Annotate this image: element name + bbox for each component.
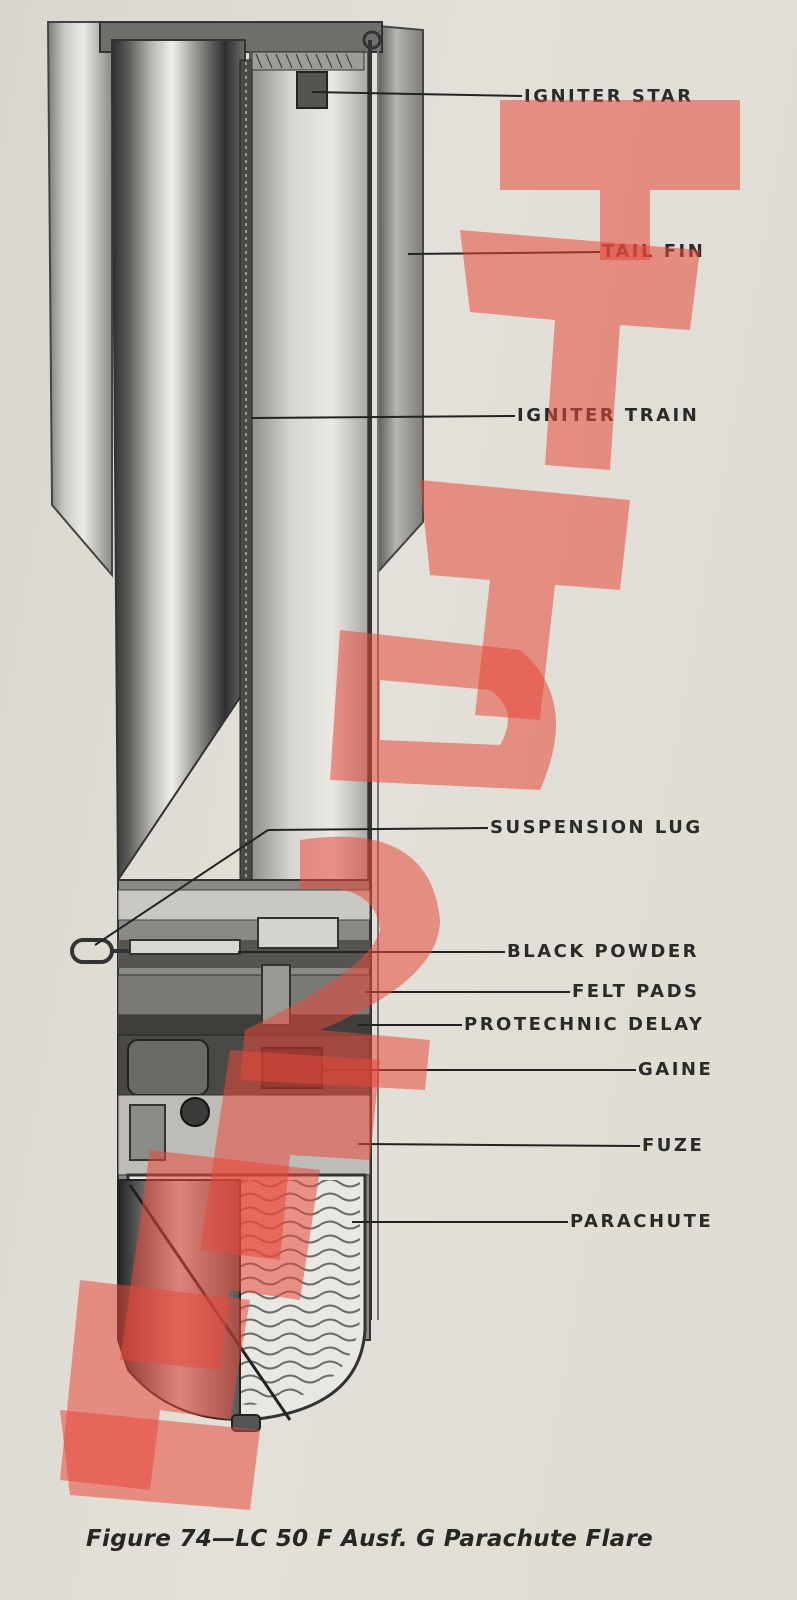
label-felt-pads: FELT PADS	[572, 981, 700, 1002]
left-tail-fin	[46, 21, 113, 578]
label-fuze: FUZE	[642, 1135, 705, 1156]
label-suspension-lug: SUSPENSION LUG	[490, 817, 703, 838]
igniter-star-block	[296, 71, 328, 109]
label-pyrotechnic-delay: PROTECHNIC DELAY	[464, 1014, 705, 1035]
label-parachute: PARACHUTE	[570, 1211, 714, 1232]
figure-caption: Figure 74—LC 50 F Ausf. G Parachute Flar…	[86, 1526, 654, 1552]
label-gaine: GAINE	[638, 1059, 714, 1080]
fuze-body	[180, 1097, 210, 1127]
label-black-powder: BLACK POWDER	[507, 941, 699, 962]
